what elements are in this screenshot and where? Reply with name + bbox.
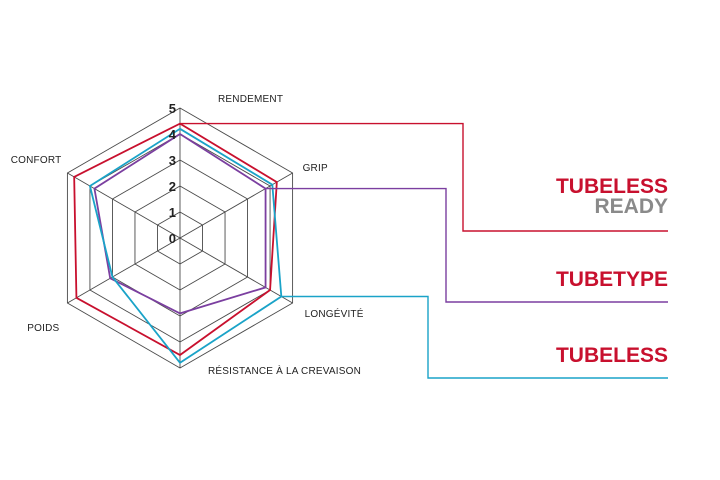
radar-grid: [66, 107, 294, 369]
legend-label-3-line-1: TUBELESS: [556, 344, 668, 367]
axis-label-3: LONGÉVITÉ: [305, 307, 364, 320]
grid-spoke-6: [67, 172, 181, 239]
grid-spoke-2: [179, 172, 293, 239]
axis-label-4: RÉSISTANCE À LA CREVAISON: [208, 364, 361, 377]
axis-labels: RENDEMENT GRIP LONGÉVITÉ RÉSISTANCE À LA CR…: [11, 94, 364, 377]
legend-label-1-line-2: READY: [594, 195, 668, 218]
tick-label-3: 3: [169, 153, 176, 168]
legend-label-2-line-1: TUBETYPE: [556, 268, 668, 291]
legend-label-1-line-1: TUBELESS: [556, 175, 668, 198]
leader-line-1: [180, 122, 668, 232]
leader-line-3: [281, 295, 668, 379]
tick-label-2: 2: [169, 179, 176, 194]
grid-spoke-3: [179, 237, 293, 304]
tick-label-4: 4: [169, 127, 177, 142]
tick-label-1: 1: [169, 205, 176, 220]
radial-tick-labels: 0 1 2 3 4 5: [169, 101, 177, 246]
axis-label-1: RENDEMENT: [218, 94, 283, 105]
axis-label-6: CONFORT: [11, 155, 62, 166]
tick-label-0: 0: [169, 231, 176, 246]
series-line-3: [88, 127, 283, 365]
grid-spoke-5: [67, 237, 181, 304]
leader-line-2: [265, 187, 668, 303]
tick-label-5: 5: [169, 101, 176, 116]
legend-leader-lines: [180, 122, 668, 379]
axis-label-5: POIDS: [27, 323, 59, 334]
axis-label-2: GRIP: [303, 163, 328, 174]
